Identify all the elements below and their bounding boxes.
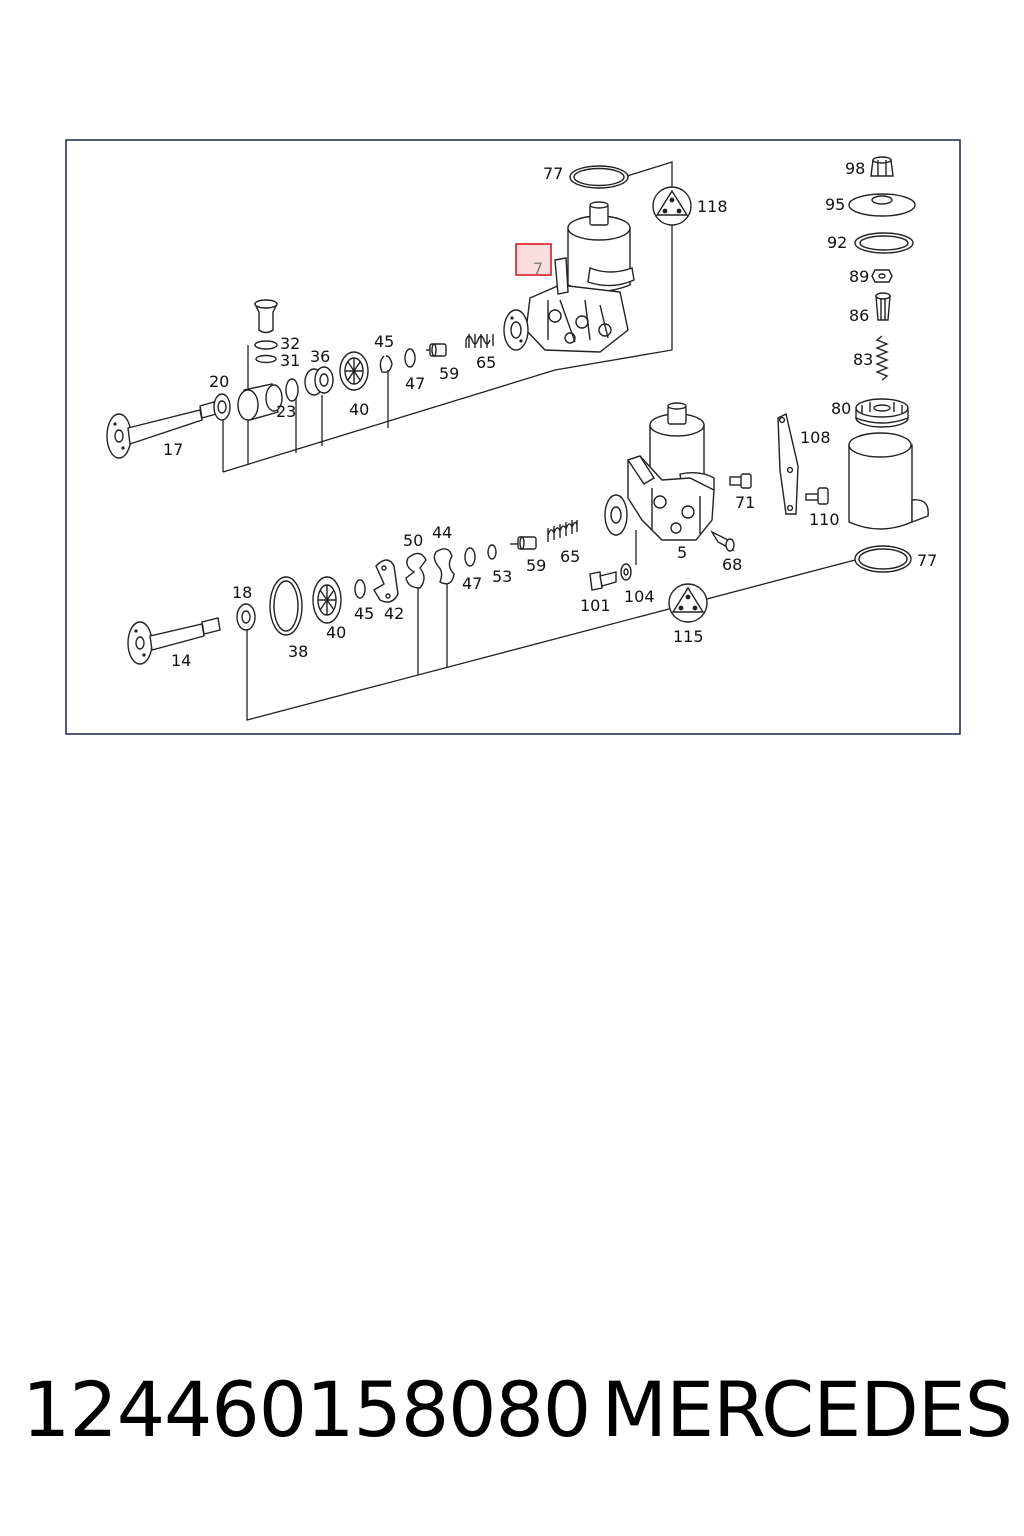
callout-110: 110 [809, 510, 840, 529]
callout-40-lower: 40 [326, 623, 346, 642]
part-65-spring-upper [465, 334, 494, 348]
callout-115: 115 [673, 627, 704, 646]
callout-40-upper: 40 [349, 400, 369, 419]
part-32-screw-plug [253, 299, 279, 334]
part-number: 124460158080 [22, 1365, 591, 1454]
callout-53: 53 [492, 567, 512, 586]
part-95-cover-disc [848, 193, 916, 217]
callout-92: 92 [827, 233, 847, 252]
part-80-filter-element [855, 398, 909, 428]
callout-104: 104 [624, 587, 655, 606]
callout-68: 68 [722, 555, 742, 574]
callout-86: 86 [849, 306, 869, 325]
callout-45-lower: 45 [354, 604, 374, 623]
part-98-cap-nut [870, 156, 894, 177]
brand-name: MERCEDES [601, 1365, 1013, 1454]
part-50-cam-ring [405, 552, 427, 589]
callout-47-upper: 47 [405, 374, 425, 393]
callout-31: 31 [280, 351, 300, 370]
part-77-seal-ring-lower [854, 545, 912, 573]
part-92-seal-ring [854, 232, 914, 254]
part-caption: 124460158080 MERCEDES [22, 1365, 1013, 1454]
callout-101: 101 [580, 596, 611, 615]
part-71-pin [729, 473, 752, 489]
part-68-pin [710, 530, 735, 552]
callout-59-upper: 59 [439, 364, 459, 383]
part-47-ring-upper [404, 348, 416, 368]
part-86-filter-sleeve [875, 292, 891, 321]
part-18-bearing [236, 603, 256, 631]
part-47-ring-lower [464, 547, 476, 567]
callout-labels: 77 118 7 32 31 36 45 20 23 40 47 59 65 1… [163, 159, 937, 670]
part-17-pump-shaft [106, 401, 217, 459]
part-40-rotor-lower [312, 576, 342, 624]
callout-45-upper: 45 [374, 332, 394, 351]
part-36-bearing [304, 366, 334, 396]
callout-17: 17 [163, 440, 183, 459]
part-23-o-ring [285, 378, 299, 402]
part-5-pump-housing [604, 402, 715, 541]
callout-5: 5 [677, 543, 687, 562]
callout-38: 38 [288, 642, 308, 661]
part-59-valve-upper [426, 343, 447, 357]
callout-20: 20 [209, 372, 229, 391]
upper-leader-lines [222, 161, 673, 473]
callout-77-top: 77 [543, 164, 563, 183]
callout-18: 18 [232, 583, 252, 602]
part-45-circlip-upper [379, 355, 393, 374]
callout-36: 36 [310, 347, 330, 366]
diagram-frame [65, 139, 961, 735]
callout-83: 83 [853, 350, 873, 369]
part-59-valve-lower [510, 536, 537, 550]
callout-80: 80 [831, 399, 851, 418]
part-31-sealing-washer [255, 354, 277, 364]
part-77-seal-ring-top [569, 165, 629, 189]
part-40-rotor-upper [339, 351, 369, 391]
part-110-bolt [805, 487, 829, 505]
part-20-bearing [213, 393, 231, 421]
callout-42: 42 [384, 604, 404, 623]
part-32-seal-ring [254, 340, 278, 350]
callout-98: 98 [845, 159, 865, 178]
callout-23: 23 [276, 402, 296, 421]
part-44-spring-clip [433, 548, 455, 585]
part-23-bearing-housing [237, 383, 283, 421]
part-118-cover-plate [652, 186, 692, 226]
part-89-nut [871, 269, 893, 283]
part-53-ring [487, 544, 497, 560]
part-80-reservoir-bowl [848, 432, 929, 530]
part-115-cover-plate [668, 583, 708, 623]
part-45-circlip-lower [354, 579, 366, 599]
callout-14: 14 [171, 651, 191, 670]
part-38-o-ring [269, 576, 303, 636]
callout-71: 71 [735, 493, 755, 512]
callout-44: 44 [432, 523, 452, 542]
callout-32: 32 [280, 334, 300, 353]
part-14-drive-shaft [127, 617, 221, 665]
callout-77-lower: 77 [917, 551, 937, 570]
highlight-box [515, 243, 552, 276]
part-83-spring [875, 335, 889, 381]
part-104-washer [620, 563, 632, 581]
callout-118: 118 [697, 197, 728, 216]
callout-50: 50 [403, 531, 423, 550]
callout-65-lower: 65 [560, 547, 580, 566]
part-65-spring-lower [547, 520, 578, 542]
part-108-bracket [777, 412, 799, 515]
callout-89: 89 [849, 267, 869, 286]
callout-65-upper: 65 [476, 353, 496, 372]
callout-108: 108 [800, 428, 831, 447]
lower-leader-lines [246, 530, 856, 721]
callout-47-lower: 47 [462, 574, 482, 593]
part-101-bolt [589, 571, 617, 591]
part-42-cam [373, 559, 399, 603]
callout-95: 95 [825, 195, 845, 214]
part-7-power-steering-pump-assembly [503, 201, 635, 353]
callout-7: 7 [533, 259, 543, 278]
callout-59-lower: 59 [526, 556, 546, 575]
